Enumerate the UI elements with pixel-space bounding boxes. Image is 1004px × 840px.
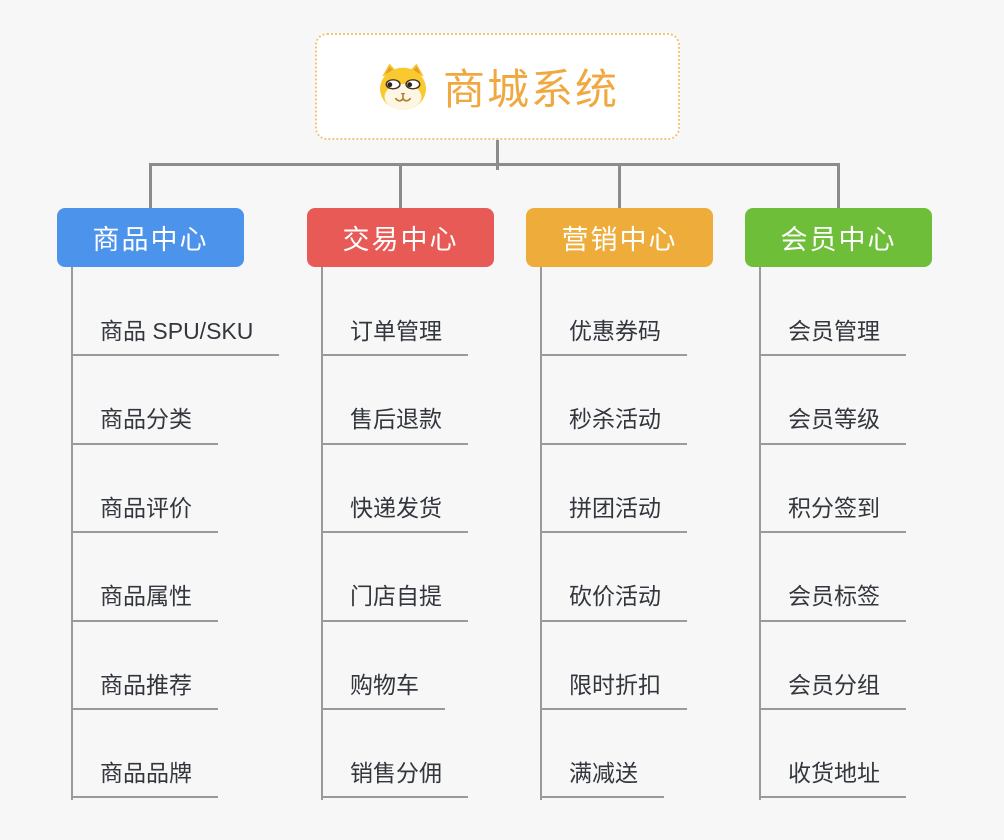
leaf-node: 优惠券码 (540, 268, 687, 357)
leaf-node: 商品属性 (71, 533, 279, 622)
root-node-mall-system[interactable]: 商城系统 (315, 33, 680, 140)
leaf-node: 商品推荐 (71, 622, 279, 710)
leaf-node: 订单管理 (321, 268, 468, 357)
shiba-dog-icon (380, 63, 426, 110)
branch-column-member-center: 会员中心 会员管理 会员等级 积分签到 会员标签 会员分组 收货地址 (745, 0, 932, 840)
branch-items-member-center: 会员管理 会员等级 积分签到 会员标签 会员分组 收货地址 (759, 268, 906, 799)
branch-spine-member-center (759, 267, 761, 800)
connector-drop-member-center (837, 163, 840, 211)
leaf-node: 购物车 (321, 622, 468, 710)
leaf-node: 限时折扣 (540, 622, 687, 710)
branch-spine-trade-center (321, 267, 323, 800)
leaf-node: 积分签到 (759, 445, 906, 534)
leaf-node-label[interactable]: 砍价活动 (540, 583, 687, 622)
leaf-node: 秒杀活动 (540, 356, 687, 445)
leaf-node-label[interactable]: 商品 SPU/SKU (71, 318, 280, 357)
leaf-node-label[interactable]: 秒杀活动 (540, 406, 687, 445)
connector-drop-trade-center (399, 163, 402, 211)
leaf-node-label[interactable]: 收货地址 (759, 760, 906, 799)
connector-drop-product-center (149, 163, 152, 211)
leaf-node: 商品品牌 (71, 710, 279, 799)
leaf-node-label[interactable]: 商品属性 (71, 583, 218, 622)
leaf-node-label[interactable]: 会员标签 (759, 583, 906, 622)
leaf-node-label[interactable]: 会员分组 (759, 672, 906, 710)
leaf-node-label[interactable]: 快递发货 (321, 495, 468, 534)
connector-drop-marketing-center (618, 163, 621, 211)
branch-node-product-center[interactable]: 商品中心 (57, 208, 244, 267)
branch-column-marketing-center: 营销中心 优惠券码 秒杀活动 拼团活动 砍价活动 限时折扣 满减送 (526, 0, 713, 840)
leaf-node-label[interactable]: 售后退款 (321, 406, 468, 445)
leaf-node: 销售分佣 (321, 710, 468, 799)
branch-node-marketing-center[interactable]: 营销中心 (526, 208, 713, 267)
leaf-node: 砍价活动 (540, 533, 687, 622)
leaf-node: 商品 SPU/SKU (71, 268, 280, 357)
branch-column-trade-center: 交易中心 订单管理 售后退款 快递发货 门店自提 购物车 销售分佣 (307, 0, 494, 840)
branch-spine-product-center (71, 267, 73, 800)
leaf-node: 商品分类 (71, 356, 279, 445)
leaf-node-label[interactable]: 满减送 (540, 760, 664, 799)
leaf-node: 快递发货 (321, 445, 468, 534)
leaf-node: 拼团活动 (540, 445, 687, 534)
leaf-node-label[interactable]: 拼团活动 (540, 495, 687, 534)
leaf-node-label[interactable]: 优惠券码 (540, 318, 687, 357)
leaf-node-label[interactable]: 商品品牌 (71, 760, 218, 799)
branch-spine-marketing-center (540, 267, 542, 800)
leaf-node-label[interactable]: 会员等级 (759, 406, 906, 445)
branch-items-product-center: 商品 SPU/SKU 商品分类 商品评价 商品属性 商品推荐 商品品牌 (71, 268, 280, 799)
leaf-node: 门店自提 (321, 533, 468, 622)
leaf-node: 商品评价 (71, 445, 279, 534)
branch-node-member-center[interactable]: 会员中心 (745, 208, 932, 267)
connector-root-stub (496, 140, 499, 170)
leaf-node: 会员管理 (759, 268, 906, 357)
leaf-node: 会员等级 (759, 356, 906, 445)
connector-horizontal-rail (149, 163, 840, 166)
leaf-node: 会员分组 (759, 622, 906, 710)
leaf-node: 收货地址 (759, 710, 906, 799)
leaf-node-label[interactable]: 销售分佣 (321, 760, 468, 799)
leaf-node: 售后退款 (321, 356, 468, 445)
root-node-title: 商城系统 (442, 66, 619, 113)
leaf-node-label[interactable]: 商品分类 (71, 406, 218, 445)
leaf-node-label[interactable]: 购物车 (321, 672, 445, 710)
leaf-node-label[interactable]: 积分签到 (759, 495, 906, 534)
leaf-node: 会员标签 (759, 533, 906, 622)
branch-items-marketing-center: 优惠券码 秒杀活动 拼团活动 砍价活动 限时折扣 满减送 (540, 268, 687, 799)
leaf-node-label[interactable]: 商品推荐 (71, 672, 218, 710)
leaf-node: 满减送 (540, 710, 687, 799)
branch-column-product-center: 商品中心 商品 SPU/SKU 商品分类 商品评价 商品属性 商品推荐 商品品牌 (57, 0, 280, 840)
leaf-node-label[interactable]: 订单管理 (321, 318, 468, 357)
leaf-node-label[interactable]: 会员管理 (759, 318, 906, 357)
leaf-node-label[interactable]: 限时折扣 (540, 672, 687, 710)
leaf-node-label[interactable]: 商品评价 (71, 495, 218, 534)
branch-items-trade-center: 订单管理 售后退款 快递发货 门店自提 购物车 销售分佣 (321, 268, 468, 799)
branch-node-trade-center[interactable]: 交易中心 (307, 208, 494, 267)
leaf-node-label[interactable]: 门店自提 (321, 583, 468, 622)
